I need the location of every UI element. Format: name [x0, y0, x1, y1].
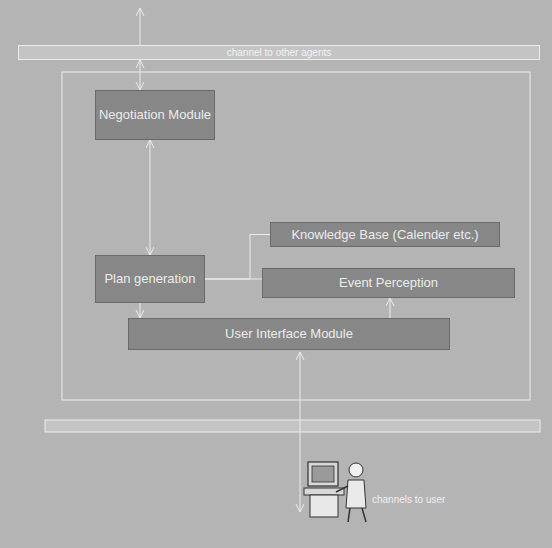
node-text: Knowledge Base (Calender etc.) [291, 227, 478, 243]
channel-label: channels to user [372, 494, 445, 505]
process-box: Knowledge Base (Calender etc.) [270, 222, 500, 247]
node-text: channel to other agents [227, 47, 332, 58]
connector [140, 60, 141, 90]
user-arrow [300, 352, 301, 512]
node-text: Event Perception [339, 275, 438, 291]
connector [205, 235, 270, 280]
outside-arrow [140, 8, 141, 45]
node-text: Plan generation [104, 271, 195, 287]
connector [150, 140, 151, 255]
process-box: Negotiation Module [95, 90, 215, 140]
connector [390, 298, 391, 318]
user-channel-band [45, 420, 540, 432]
user-computer-icon [304, 462, 366, 522]
node-text: Negotiation Module [99, 107, 211, 123]
connector [140, 303, 141, 318]
process-box: Event Perception [262, 268, 515, 298]
process-box: User Interface Module [128, 318, 450, 350]
agent-boundary [62, 72, 530, 400]
node-text: User Interface Module [225, 326, 353, 342]
channel-band: channel to other agents [18, 45, 540, 60]
connector [205, 279, 262, 280]
process-box: Plan generation [95, 255, 205, 303]
